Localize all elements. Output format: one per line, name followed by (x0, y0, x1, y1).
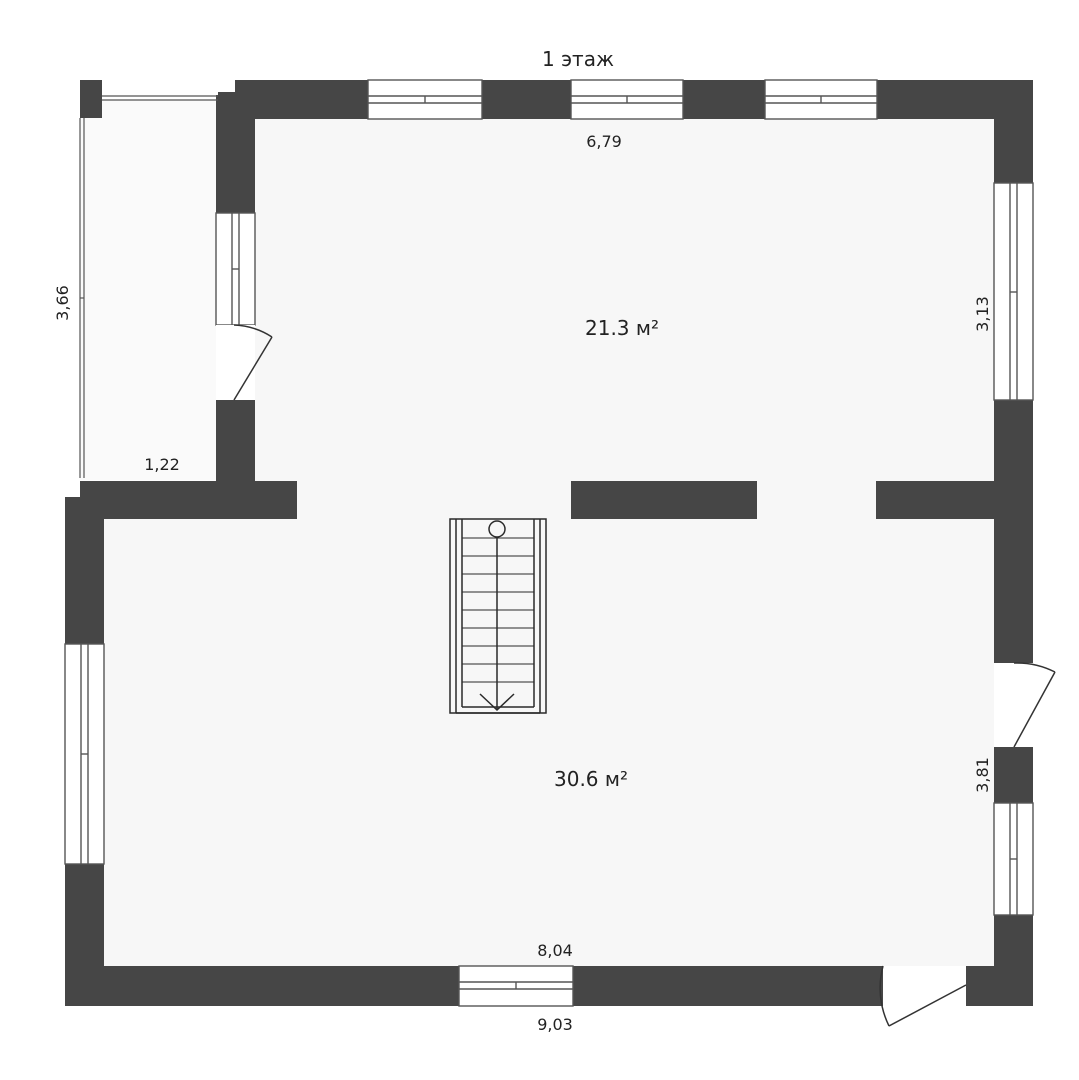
wall-segment (216, 400, 255, 481)
wall-segment (994, 80, 1033, 183)
wall-segment (65, 966, 459, 1006)
window (764, 79, 878, 120)
window (993, 182, 1034, 401)
door-swing (1013, 662, 1056, 673)
wall-segment (65, 497, 104, 644)
room-area-label: 21.3 м² (585, 316, 659, 340)
wall-segment (573, 966, 883, 1006)
wall-segment (571, 481, 757, 519)
walls (65, 80, 1033, 1006)
window (367, 79, 483, 120)
dimension-label: 3,66 (53, 285, 72, 321)
floor-title: 1 этаж (542, 47, 614, 71)
dimension-label: 6,79 (586, 132, 622, 151)
dimension-label: 3,81 (973, 757, 992, 793)
dimension-label: 9,03 (537, 1015, 573, 1034)
wall-segment (994, 747, 1033, 803)
room-lower-floor (104, 519, 994, 966)
dimension-label: 8,04 (537, 941, 573, 960)
stair-start-circle (488, 520, 506, 538)
wall-segment (683, 80, 765, 119)
wall-segment (876, 481, 994, 519)
wall-segment (235, 80, 368, 119)
door-swing (879, 965, 890, 1027)
door-leaf (233, 336, 273, 401)
terrace-floor (80, 100, 216, 480)
wall-segment (216, 95, 255, 213)
window (570, 79, 684, 120)
doors (216, 324, 1056, 1027)
window (64, 643, 105, 865)
door-leaf (1013, 671, 1056, 748)
door-leaf (888, 984, 967, 1027)
window (993, 802, 1034, 916)
windows (64, 79, 1034, 1007)
wall-segment (80, 481, 297, 519)
room-upper-floor (255, 119, 994, 481)
stair-treads (462, 537, 534, 683)
window (458, 965, 574, 1007)
stair-arrow-icon (479, 693, 515, 712)
terrace-post (80, 80, 102, 118)
dimension-label: 1,22 (144, 455, 180, 474)
terrace-railing (79, 95, 218, 478)
window (215, 212, 256, 326)
dimension-label: 3,13 (973, 296, 992, 332)
wall-segment (966, 966, 1033, 1006)
door-swing (233, 324, 273, 338)
staircase (449, 518, 547, 714)
room-area-label: 30.6 м² (554, 767, 628, 791)
wall-segment (482, 80, 571, 119)
wall-segment (994, 400, 1033, 663)
